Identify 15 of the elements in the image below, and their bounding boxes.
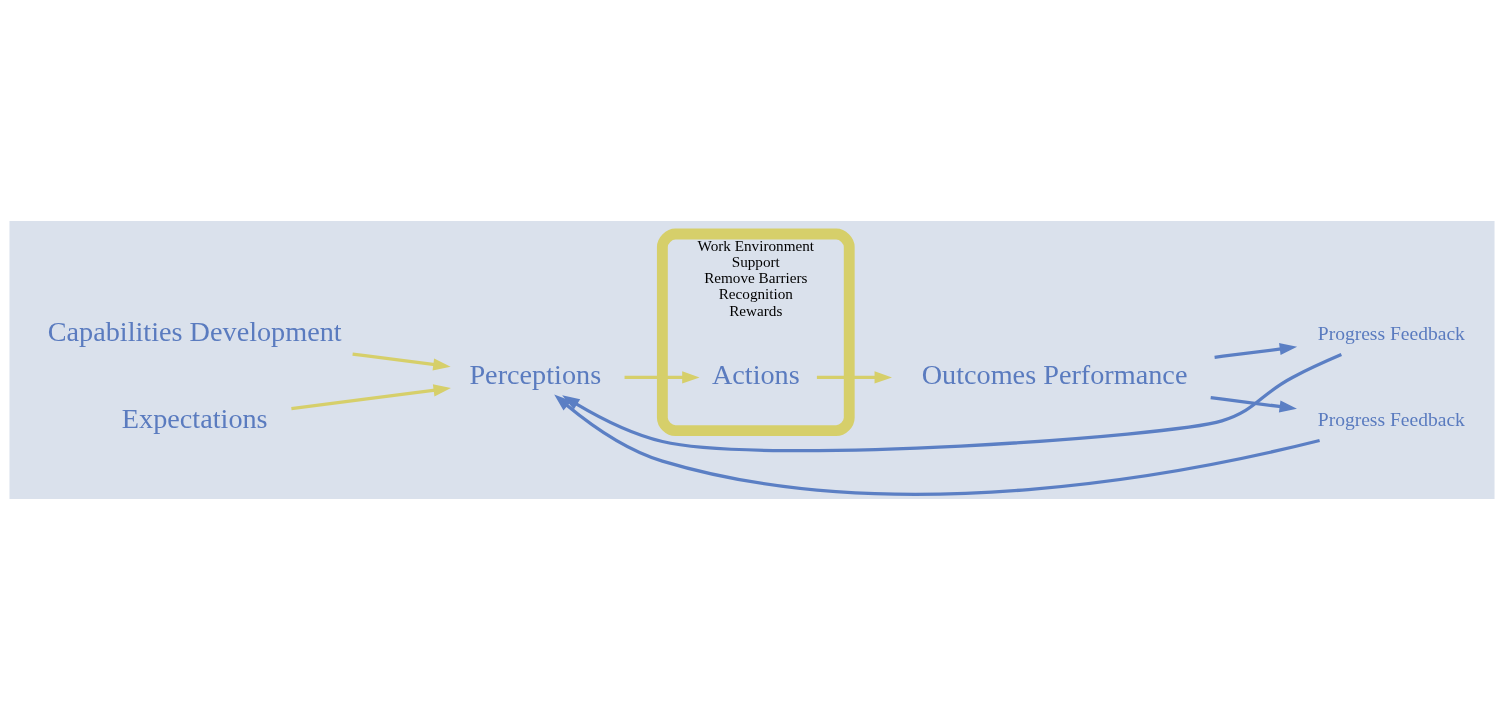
node-text: Expectations xyxy=(121,402,268,434)
node-text: Actions xyxy=(711,359,800,391)
node-text: Perceptions xyxy=(469,359,602,391)
node-text: Capabilities Development xyxy=(47,315,342,347)
node-text: Outcomes Performance xyxy=(921,359,1188,391)
arrow xyxy=(291,384,451,411)
node-text: Progress Feedback xyxy=(1317,322,1465,344)
arrow xyxy=(562,353,1342,453)
arrow xyxy=(1210,395,1297,413)
arrow xyxy=(1214,343,1298,359)
arrow xyxy=(554,394,1320,496)
arrow xyxy=(624,371,700,384)
arrow xyxy=(816,371,892,384)
node-text: Progress Feedback xyxy=(1317,408,1465,430)
arrow xyxy=(352,352,451,371)
